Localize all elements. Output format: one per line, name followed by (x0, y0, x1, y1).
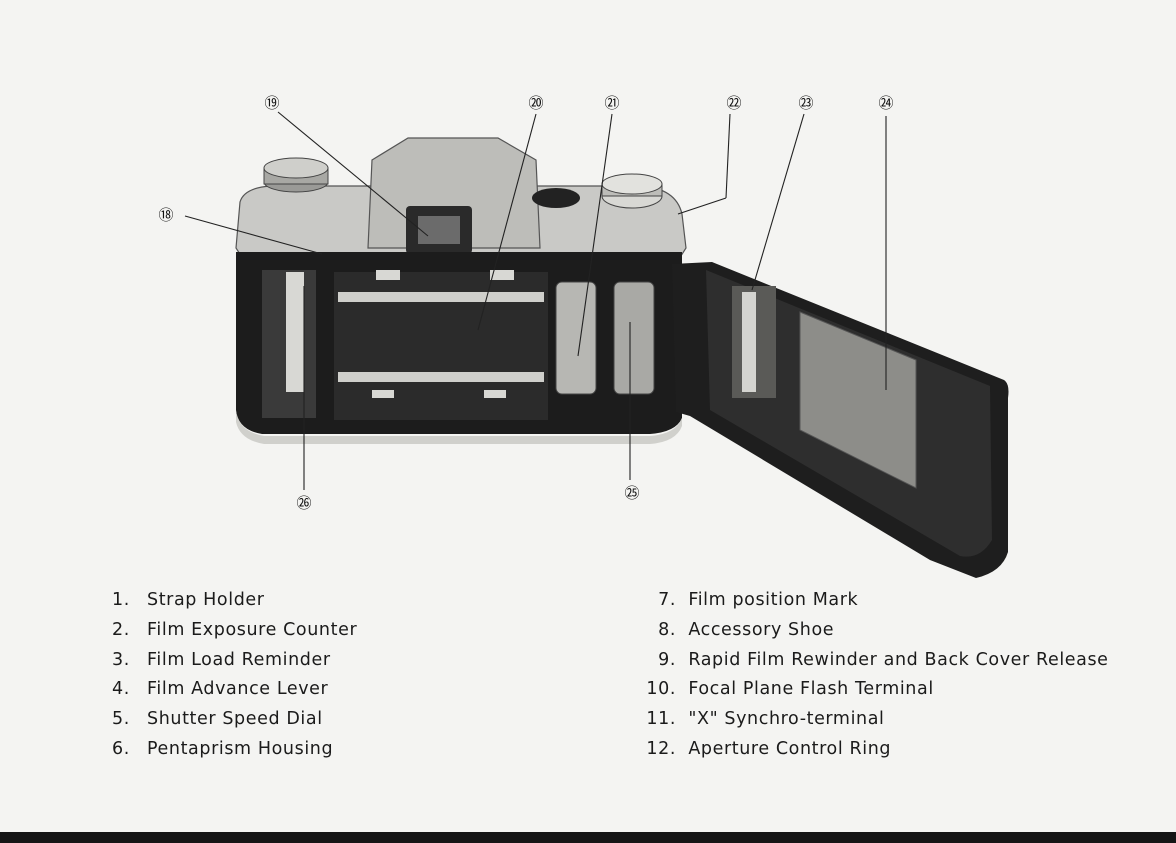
item-number: 9. (658, 649, 676, 670)
item-number: 1. (112, 590, 130, 610)
list-item: 11. "X" Synchro-terminal (630, 705, 1109, 735)
item-label: Shutter Speed Dial (147, 709, 323, 730)
item-number: 8. (658, 619, 676, 640)
item-label: Focal Plane Flash Terminal (688, 679, 934, 700)
callout-26: ㉖ (296, 494, 311, 512)
item-number: 10. (646, 679, 676, 700)
item-label: Film Advance Lever (147, 679, 329, 700)
camera-body (235, 137, 687, 444)
item-label: Accessory Shoe (688, 619, 835, 640)
callout-25: ㉕ (624, 484, 639, 502)
parts-list-left: 1. Strap Holder 2. Film Exposure Counter 3… (112, 586, 357, 765)
item-number: 2. (112, 619, 130, 640)
back-cover (672, 262, 1009, 578)
item-number: 7. (658, 590, 676, 610)
item-label: "X" Synchro-terminal (688, 709, 885, 730)
list-item: 4. Film Advance Lever (112, 675, 357, 705)
callout-labels: ⑱ ⑲ ⑳ ㉑ ㉒ ㉓ ㉔ ㉕ ㉖ (158, 94, 893, 512)
item-label: Film Load Reminder (147, 649, 331, 670)
callout-leader-lines (184, 111, 887, 490)
list-item: 2. Film Exposure Counter (112, 616, 357, 646)
item-label: Rapid Film Rewinder and Back Cover Relea… (688, 649, 1109, 670)
callout-19: ⑲ (264, 94, 279, 112)
list-item: 9. Rapid Film Rewinder and Back Cover Re… (630, 646, 1109, 676)
list-item: 6. Pentaprism Housing (112, 735, 357, 765)
list-item: 5. Shutter Speed Dial (112, 705, 357, 735)
item-label: Strap Holder (147, 590, 265, 610)
parts-list-right: 7. Film position Mark 8. Accessory Shoe … (630, 586, 1109, 765)
item-number: 6. (112, 738, 130, 759)
item-number: 11. (646, 709, 676, 730)
item-number: 3. (112, 649, 130, 670)
page-bottom-edge (0, 832, 1176, 843)
list-item: 3. Film Load Reminder (112, 646, 357, 676)
callout-18: ⑱ (158, 206, 173, 224)
list-item: 10. Focal Plane Flash Terminal (630, 675, 1109, 705)
camera-illustration: ⑱ ⑲ ⑳ ㉑ ㉒ ㉓ ㉔ ㉕ ㉖ (158, 94, 1009, 578)
item-label: Film position Mark (688, 590, 859, 610)
callout-24: ㉔ (878, 94, 893, 112)
callout-22: ㉒ (726, 94, 741, 112)
item-number: 5. (112, 709, 130, 730)
list-item: 7. Film position Mark (630, 586, 1109, 616)
item-label: Aperture Control Ring (688, 738, 892, 759)
item-number: 4. (112, 679, 130, 700)
list-item: 12. Aperture Control Ring (630, 735, 1109, 765)
list-item: 1. Strap Holder (112, 586, 357, 616)
list-item: 8. Accessory Shoe (630, 616, 1109, 646)
item-number: 12. (646, 738, 676, 759)
item-label: Pentaprism Housing (147, 738, 334, 759)
callout-23: ㉓ (798, 94, 813, 112)
item-label: Film Exposure Counter (147, 619, 358, 640)
callout-21: ㉑ (604, 94, 619, 112)
callout-20: ⑳ (528, 94, 543, 112)
